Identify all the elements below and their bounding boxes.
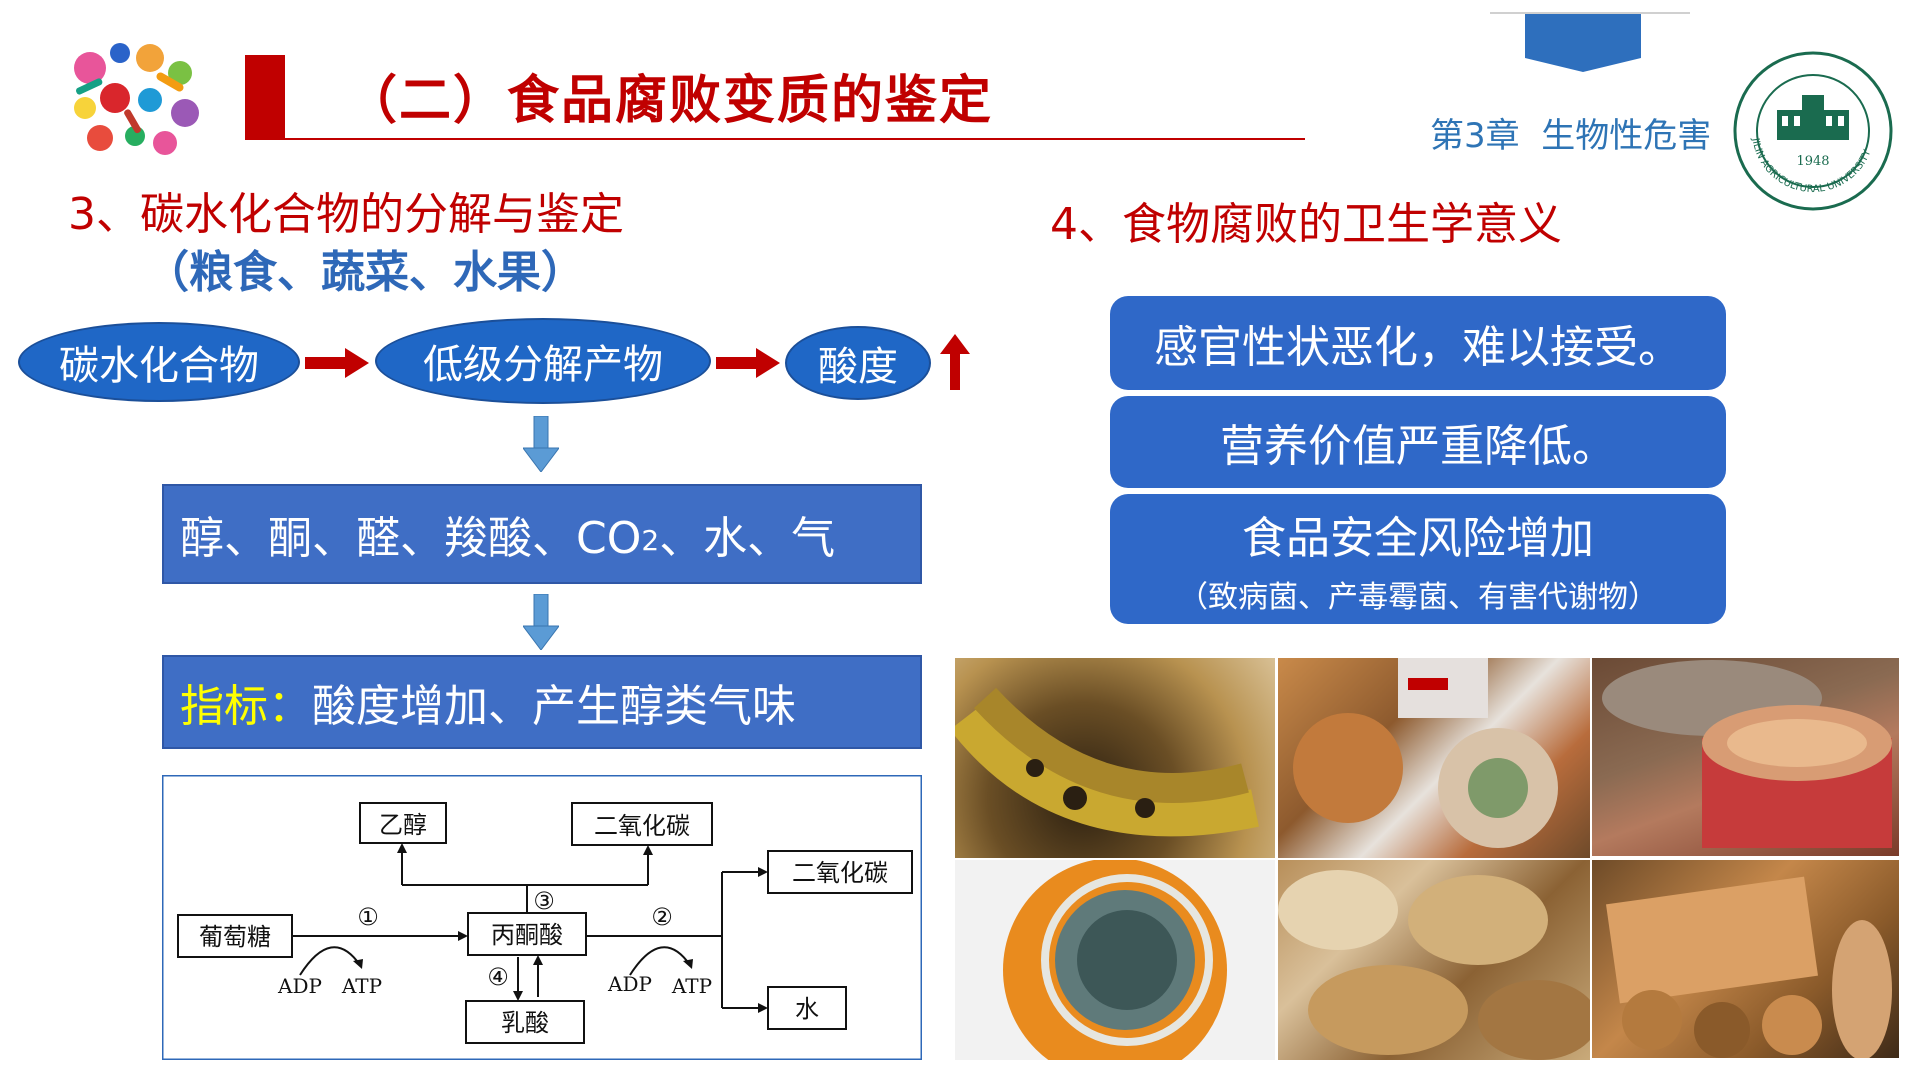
right-heading: 4、食物腐败的卫生学意义 xyxy=(1050,199,1562,250)
significance-item-2: 营养价值严重降低。 xyxy=(1110,396,1726,488)
chapter-label: 第3章 生物性危害 xyxy=(1430,116,1712,156)
svg-text:1948: 1948 xyxy=(1796,154,1829,169)
flow-arrow-2 xyxy=(716,348,780,378)
flow-node-carbohydrate: 碳水化合物 xyxy=(18,322,300,402)
down-arrow-2 xyxy=(523,594,559,650)
bookmark-ribbon xyxy=(1525,14,1641,72)
page-title: （二）食品腐败变质的鉴定 xyxy=(345,71,994,131)
label-co2-top: 二氧化碳 xyxy=(594,812,690,840)
flow-node-decomposition: 低级分解产物 xyxy=(375,318,711,404)
photo-moldy-buns xyxy=(1278,860,1590,1060)
photo-rotten-bananas xyxy=(955,658,1275,858)
microbe-illustration xyxy=(74,43,199,155)
significance-item-3: 食品安全风险增加 （致病菌、产毒霉菌、有害代谢物） xyxy=(1110,494,1726,624)
node-ethanol xyxy=(359,802,447,844)
photo-spoiled-canned-fish xyxy=(1592,658,1899,856)
label-pyruvate: 丙酮酸 xyxy=(491,921,563,949)
significance-item-1: 感官性状恶化，难以接受。 xyxy=(1110,296,1726,390)
label-step-4: ④ xyxy=(487,963,509,991)
node-water xyxy=(767,986,847,1030)
glycolysis-diagram: 乙醇 二氧化碳 二氧化碳 葡萄糖 丙酮酸 水 乳酸 ADP ATP ADP AT… xyxy=(162,775,922,1060)
university-logo: 1948 JILIN AGRICULTURAL UNIVERSITY xyxy=(1733,51,1893,211)
label-step-3: ③ xyxy=(533,887,555,915)
label-lactate: 乳酸 xyxy=(501,1009,549,1037)
label-adp-2: ADP xyxy=(607,972,652,996)
photo-moldy-bread-packages xyxy=(1278,658,1590,858)
top-bar-line xyxy=(1490,12,1690,14)
indicator-label: 指标： xyxy=(180,681,312,732)
label-atp-1: ATP xyxy=(341,974,382,998)
flow-node-acidity: 酸度 xyxy=(785,326,931,400)
significance-item-2-text: 营养价值严重降低。 xyxy=(1220,421,1616,472)
flow-arrow-1 xyxy=(305,348,369,378)
label-glucose: 葡萄糖 xyxy=(199,923,271,951)
products-text: 醇、酮、醛、羧酸、CO xyxy=(180,513,642,564)
indicator-box: 指标：酸度增加、产生醇类气味 xyxy=(162,655,922,749)
label-step-1: ① xyxy=(357,903,379,931)
label-adp-1: ADP xyxy=(277,974,322,998)
products-subscript: 2 xyxy=(641,523,660,557)
photo-spoiled-pastries xyxy=(1592,860,1899,1058)
label-ethanol: 乙醇 xyxy=(379,811,427,839)
significance-item-3-subtitle: （致病菌、产毒霉菌、有害代谢物） xyxy=(1178,580,1658,615)
label-water: 水 xyxy=(795,995,819,1023)
significance-item-3-title: 食品安全风险增加 xyxy=(1242,513,1594,564)
node-pyruvate xyxy=(467,912,587,956)
indicator-text: 酸度增加、产生醇类气味 xyxy=(312,681,796,732)
down-arrow-1 xyxy=(523,416,559,472)
node-co2-right xyxy=(767,850,913,894)
acidity-up-arrow-icon xyxy=(940,334,970,390)
label-atp-2: ATP xyxy=(671,974,712,998)
node-co2-top xyxy=(571,802,713,846)
significance-item-1-text: 感官性状恶化，难以接受。 xyxy=(1154,322,1682,373)
label-step-2: ② xyxy=(651,903,673,931)
label-co2-right: 二氧化碳 xyxy=(792,859,888,887)
title-underline xyxy=(285,138,1305,140)
title-accent-bar xyxy=(245,55,285,140)
photo-moldy-orange xyxy=(955,860,1275,1060)
products-text-end: 、水、气 xyxy=(659,513,836,564)
left-heading-line1: 3、碳水化合物的分解与鉴定 xyxy=(68,189,624,240)
left-heading-line2: （粮食、蔬菜、水果） xyxy=(145,247,585,298)
node-lactate xyxy=(465,1000,585,1044)
